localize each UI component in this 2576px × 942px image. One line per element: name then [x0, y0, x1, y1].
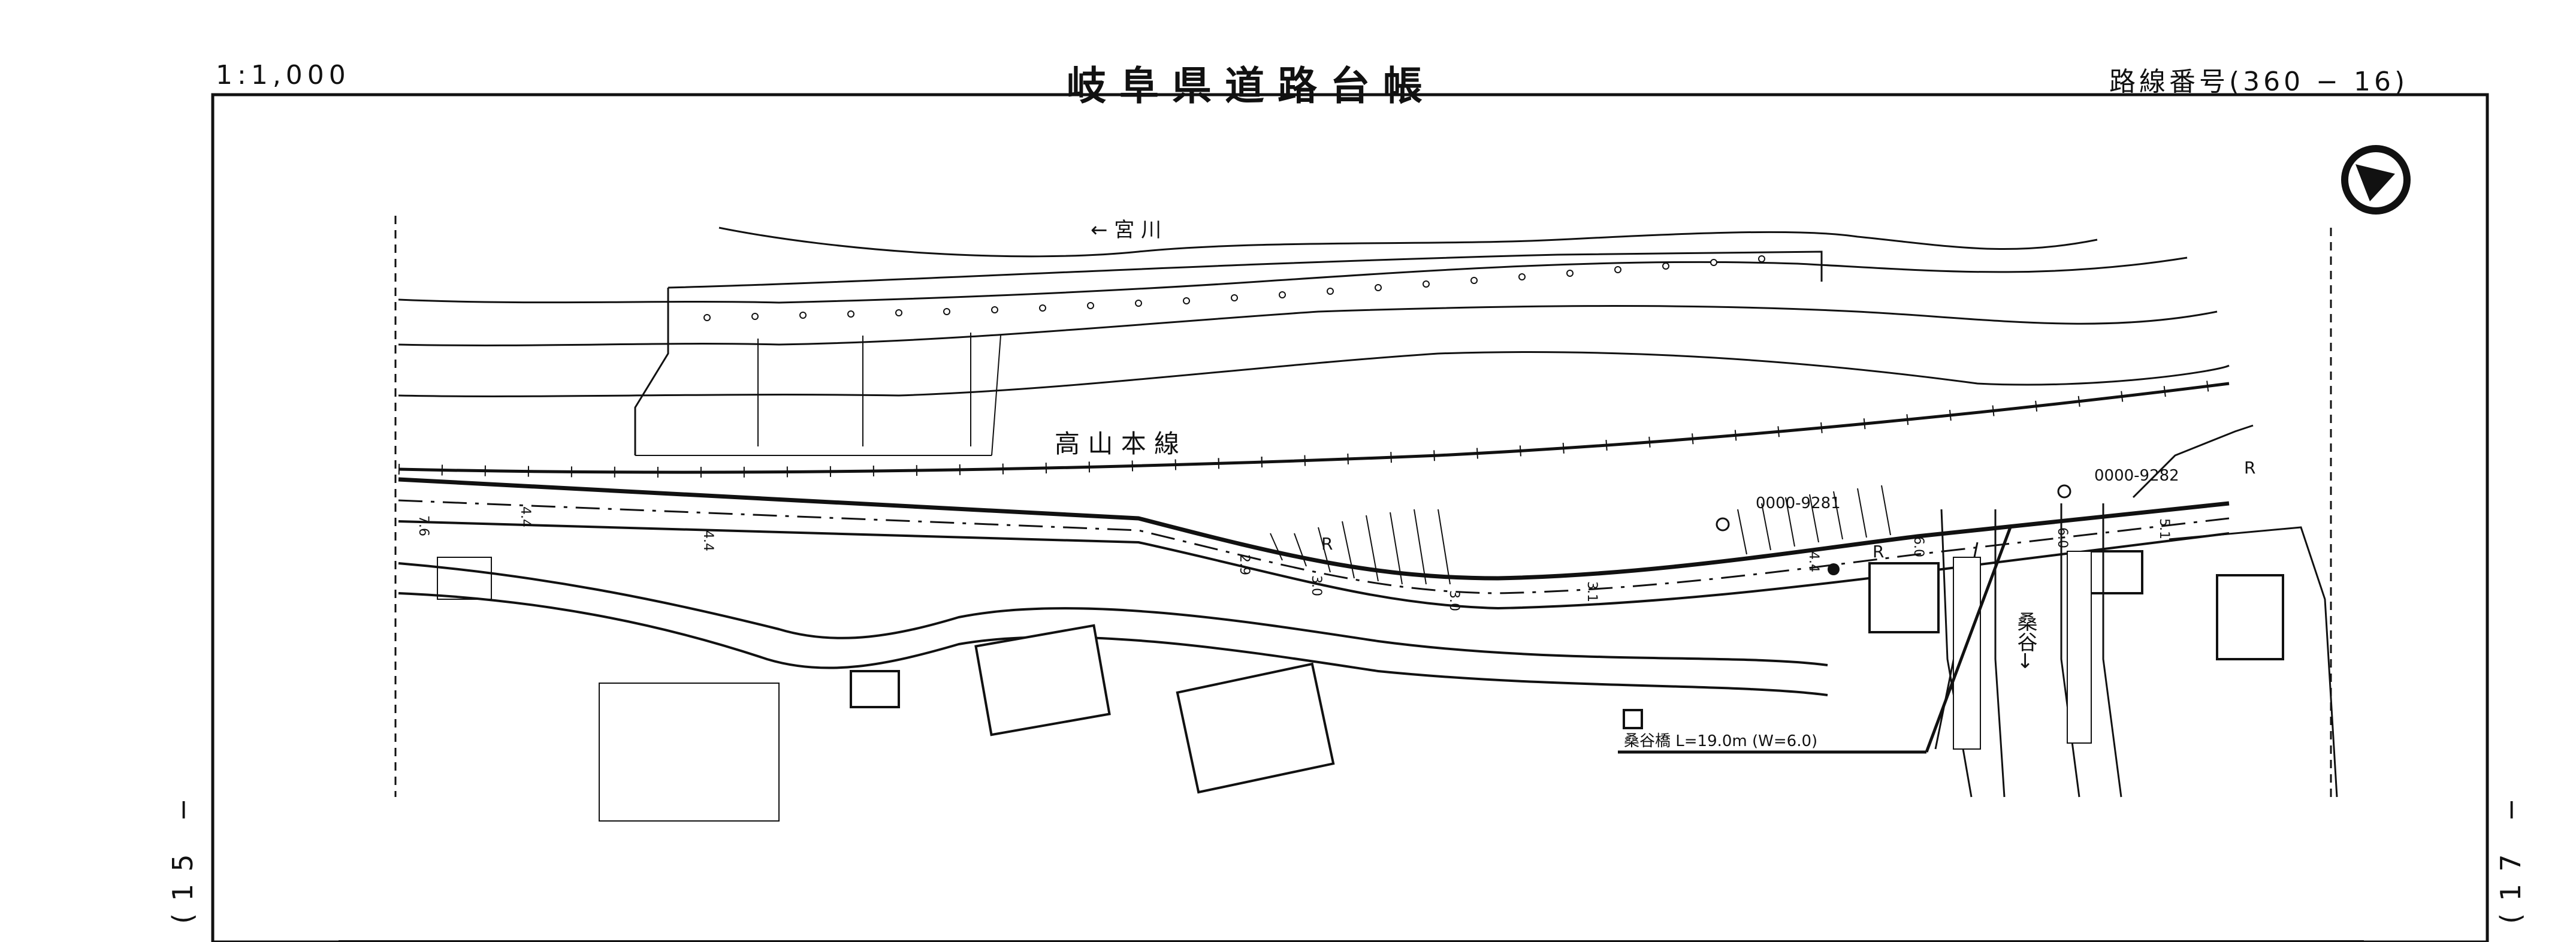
map-frame: [211, 93, 2489, 942]
width-label: 6.0: [1911, 536, 1926, 557]
width-label: 3.0: [1309, 575, 1324, 596]
river-dots: [703, 255, 1765, 321]
road-code-1: 0000-9281: [1756, 494, 1841, 512]
marker-icon: [2057, 484, 2071, 499]
map-scale: 1:1,000: [216, 60, 351, 90]
width-label: 7.6: [416, 515, 431, 536]
width-label: 6.0: [2055, 527, 2070, 548]
route-number: 路線番号(360 − 16): [2109, 67, 2409, 97]
width-label: 4.4: [700, 530, 715, 551]
curve-mark-2: R: [1873, 542, 1884, 561]
page-title: 岐阜県道路台帳: [1067, 63, 1436, 109]
stream-riprap: [1953, 551, 2092, 750]
road-code-2: 0000-9282: [2094, 467, 2179, 485]
width-label: 4.4: [1806, 551, 1821, 572]
road-lower: [398, 562, 1828, 696]
width-label: 3.0: [1446, 590, 1461, 611]
width-label: 2.9: [1237, 554, 1252, 575]
monument-icon: [1828, 563, 1840, 575]
marker-icon: [1716, 517, 1730, 532]
curve-mark-3: R: [2244, 458, 2255, 478]
river-banks: [398, 227, 2230, 455]
bridge-label: 桑谷橋 L=19.0m (W=6.0): [1624, 732, 1817, 750]
river-label: ← 宮 川: [1091, 218, 1161, 242]
buildings: [437, 550, 2284, 822]
railway-takayama-line: [398, 378, 2230, 478]
width-label: 3.1: [1584, 581, 1599, 602]
parcel-lines: [635, 333, 1001, 456]
curve-mark: R: [1321, 534, 1333, 554]
width-label: 5.1: [2157, 518, 2172, 539]
embankment-hatch: [1270, 485, 1891, 585]
railway-label: 高 山 本 線: [1055, 429, 1179, 458]
road-prefectural: [398, 477, 2230, 610]
road-width-labels: 7.6 4.4 4.4 2.9 3.0 3.0 3.1 4.4 6.0 6.0 …: [416, 506, 2172, 611]
width-label: 4.4: [518, 506, 533, 527]
north-arrow-icon: [2341, 145, 2411, 215]
stream-label: 桑谷→: [2013, 611, 2037, 669]
bridge-kuwadani: [1618, 527, 2012, 754]
